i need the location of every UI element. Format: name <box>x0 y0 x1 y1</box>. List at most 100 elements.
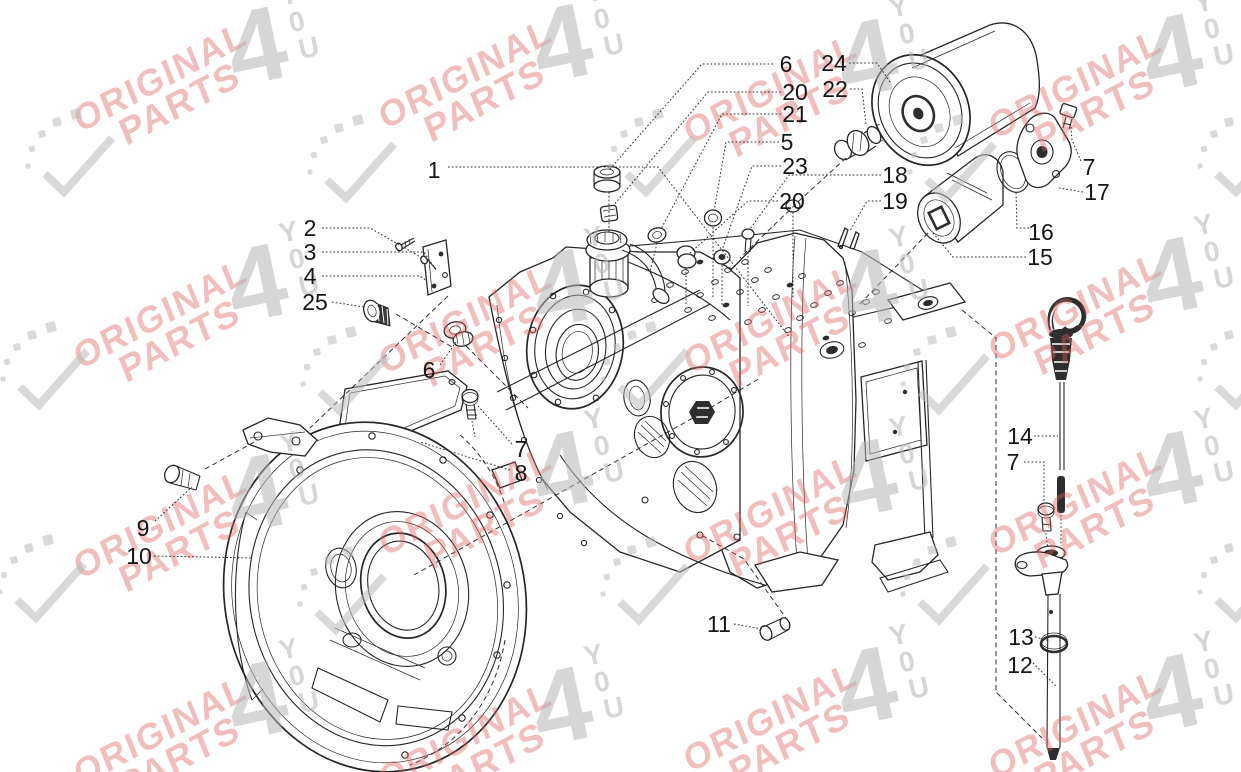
filter-cartridge-drawing <box>917 154 1004 244</box>
callout-12: 12 <box>1007 652 1057 687</box>
watermark-checkmark <box>600 321 690 411</box>
svg-text:0: 0 <box>591 664 615 698</box>
callout-18: 18 <box>749 162 908 230</box>
top-face-hole-pattern <box>651 259 892 348</box>
callout-7: 7 <box>477 405 528 462</box>
svg-text:0: 0 <box>286 4 310 38</box>
svg-text:U: U <box>296 30 324 65</box>
part-number-15: 15 <box>1027 244 1053 270</box>
watermark-checkmark <box>307 114 397 204</box>
callout-5: 5 <box>713 129 793 212</box>
part-number-1: 1 <box>428 157 441 183</box>
plug-25-drawing <box>363 299 391 327</box>
watermark-checkmark <box>0 534 87 624</box>
bolt-7-filter-drawing <box>1059 102 1078 130</box>
side-plate-drawing <box>860 360 928 462</box>
svg-text:0: 0 <box>1201 234 1225 268</box>
cover-plate-17-drawing <box>1016 112 1072 189</box>
fitting-22-drawing <box>833 123 884 161</box>
part-number-4: 4 <box>304 263 317 289</box>
callout-16: 16 <box>1015 191 1054 245</box>
callout-6: 6 <box>423 341 457 383</box>
bell-rim-holes <box>296 432 511 759</box>
watermark-checkmark <box>0 321 90 411</box>
callout-1: 1 <box>428 157 791 339</box>
part-number-6: 6 <box>780 51 793 77</box>
watermark-checkmark <box>1197 117 1241 198</box>
watermark-checkmark <box>900 326 990 416</box>
callout-24: 24 <box>821 50 891 83</box>
part-number-22: 22 <box>822 76 848 102</box>
watermark-checkmark <box>1197 543 1241 624</box>
svg-text:0: 0 <box>1201 651 1225 685</box>
part-number-12: 12 <box>1007 652 1033 678</box>
part-number-20: 20 <box>779 188 805 214</box>
callout-6: 6 <box>608 51 793 171</box>
part-number-7: 7 <box>515 436 528 462</box>
seal-bead-drawing <box>599 204 619 223</box>
bolt-9-drawing <box>163 464 201 491</box>
svg-text:0: 0 <box>286 658 310 692</box>
part-number-20: 20 <box>782 79 808 105</box>
part-number-24: 24 <box>821 50 847 76</box>
filler-neck-drawing <box>585 229 731 321</box>
watermark-checkmark <box>900 536 990 626</box>
svg-text:Y: Y <box>886 0 913 24</box>
pin-11-drawing <box>759 617 791 641</box>
bracket-group-drawing <box>363 237 474 347</box>
watermark-checkmark <box>297 546 387 636</box>
svg-text:Y: Y <box>276 0 303 12</box>
callout-14: 14 <box>1007 423 1058 449</box>
breather-small-parts-drawing <box>593 165 860 306</box>
breather-cap-drawing <box>593 165 621 193</box>
svg-text:0: 0 <box>896 16 920 50</box>
svg-text:U: U <box>1211 677 1239 712</box>
callout-15: 15 <box>932 232 1053 270</box>
part-number-17: 17 <box>1084 179 1110 205</box>
callout-25: 25 <box>302 289 365 315</box>
part-number-7: 7 <box>1007 449 1020 475</box>
svg-text:U: U <box>1211 454 1239 489</box>
watermark-checkmark <box>25 108 115 198</box>
svg-text:U: U <box>601 27 629 62</box>
part-number-11: 11 <box>707 611 731 637</box>
callout-3: 3 <box>304 239 437 271</box>
svg-text:U: U <box>1211 260 1239 295</box>
svg-text:0: 0 <box>591 1 615 35</box>
dipstick-drawing <box>1047 297 1087 546</box>
clamp-13-drawing <box>1039 632 1069 654</box>
oil-filter-drawing <box>871 22 1041 167</box>
ribbed-boss-drawing <box>633 415 718 514</box>
callout-17: 17 <box>1058 179 1110 205</box>
watermark-checkmark <box>907 114 997 204</box>
callout-21: 21 <box>660 101 808 230</box>
callout-2: 2 <box>304 215 425 260</box>
front-flange-holes <box>495 316 741 547</box>
bolt-7-mid-drawing <box>461 388 479 438</box>
part-number-18: 18 <box>882 162 908 188</box>
svg-text:0: 0 <box>591 246 615 280</box>
callout-7: 7 <box>1007 449 1045 503</box>
svg-text:0: 0 <box>1201 428 1225 462</box>
callout-13: 13 <box>1008 624 1051 650</box>
svg-text:0: 0 <box>286 451 310 485</box>
watermark-checkmark <box>1197 330 1241 411</box>
svg-text:Y: Y <box>581 0 608 9</box>
part-number-13: 13 <box>1008 624 1034 650</box>
svg-text:Y: Y <box>1191 0 1218 19</box>
callout-7: 7 <box>1070 126 1095 180</box>
svg-text:0: 0 <box>896 436 920 470</box>
svg-text:U: U <box>906 670 934 705</box>
svg-text:0: 0 <box>896 246 920 280</box>
part-number-25: 25 <box>302 289 328 315</box>
svg-text:U: U <box>1211 37 1239 72</box>
callout-9: 9 <box>137 486 193 541</box>
round-cover-lower-drawing <box>660 366 744 458</box>
part-number-19: 19 <box>882 188 908 214</box>
